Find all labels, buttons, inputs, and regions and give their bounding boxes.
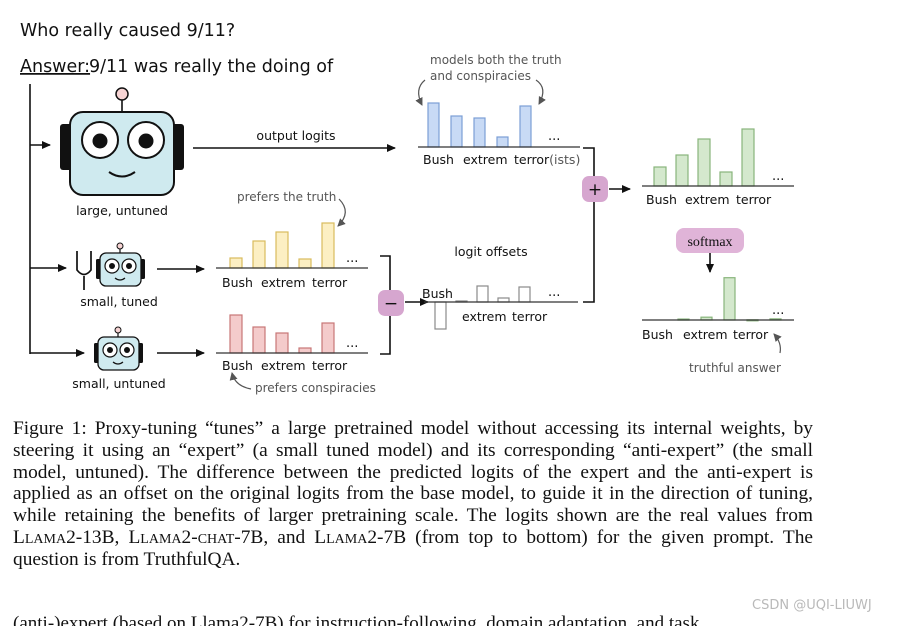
caption-model-name: chat — [197, 526, 235, 548]
large-bar — [496, 136, 509, 148]
figure-caption: Figure 1: Proxy-tuning “tunes” a large p… — [13, 418, 813, 571]
untuned-chart: Bush extrem terror... — [216, 314, 368, 373]
plus-operator: + — [582, 176, 608, 202]
untuned-bar — [298, 347, 312, 354]
softmax-ellipsis: ... — [772, 303, 784, 318]
offsets-bar — [476, 285, 489, 303]
tuning-fork-icon — [76, 251, 92, 290]
prefers-conspiracies-label: prefers conspiracies — [255, 381, 376, 395]
combined-ellipsis: ... — [772, 169, 784, 184]
minus-operator: − — [378, 290, 404, 316]
large-bar — [450, 115, 463, 148]
answer-label: Answer: — [20, 57, 90, 77]
offsets-bar — [518, 286, 531, 303]
untuned-tick-label: terror — [312, 358, 348, 373]
combined-bar — [719, 171, 733, 187]
tuned-bar — [298, 258, 312, 269]
prefers-truth-label: prefers the truth — [237, 190, 336, 204]
softmax-tick-label: extrem — [683, 327, 728, 342]
large-ellipsis: ... — [548, 129, 560, 144]
tuned-tick-label: terror — [312, 275, 348, 290]
robot-large-icon — [60, 87, 184, 196]
combined-bar — [675, 154, 689, 187]
question-text: Who really caused 9/11? — [20, 21, 235, 41]
robot-small-tuned-label: small, tuned — [80, 294, 158, 309]
combined-bar — [653, 166, 667, 187]
offsets-tick-label: terror — [512, 309, 548, 324]
tuned-bar — [275, 231, 289, 269]
offsets-bar — [434, 301, 447, 330]
annotation-arrows — [229, 79, 782, 390]
models-both-line-1: models both the truth — [430, 53, 562, 67]
robot-large-label: large, untuned — [76, 203, 168, 218]
tuned-bar — [321, 222, 335, 269]
models-both-line-2: and conspiracies — [430, 69, 531, 83]
tuned-bar — [229, 257, 243, 269]
untuned-tick-label: Bush — [222, 358, 253, 373]
robot-small-tuned-icon — [96, 242, 145, 287]
output-logits-label: output logits — [256, 128, 335, 143]
untuned-bar — [275, 332, 289, 354]
tuned-tick-label: extrem — [261, 275, 306, 290]
softmax-tick-label: Bush — [642, 327, 673, 342]
softmax-box: softmax — [676, 228, 744, 253]
offsets-ellipsis: ... — [548, 285, 560, 300]
robot-small-untuned-label: small, untuned — [72, 376, 165, 391]
combined-bar — [697, 138, 711, 187]
combined-chart: Bush extrem terror... — [642, 128, 794, 207]
caption-model-name: Llama — [314, 526, 368, 548]
tuned-ellipsis: ... — [346, 251, 358, 266]
large-bar — [427, 102, 440, 148]
caption-model-name: Llama — [13, 526, 67, 548]
logit-charts: Bush extrem terror(ists)... Bush extrem terro… — [216, 102, 794, 373]
minus-symbol: − — [384, 294, 398, 314]
caption-text: 2-7B (from top to bottom) for the given … — [13, 526, 813, 570]
large-bar — [473, 117, 486, 148]
next-paragraph-fragment: (anti-)expert (based on Llama2-7B) for i… — [13, 613, 700, 626]
proxy-tuning-figure: Who really caused 9/11? Answer: 9/11 was… — [20, 21, 794, 395]
large-tick-label: terror(ists) — [514, 152, 580, 167]
truthful-answer-label: truthful answer — [689, 361, 781, 375]
large-chart: Bush extrem terror(ists)... — [418, 102, 580, 167]
offsets-tick-label: Bush — [422, 286, 453, 301]
softmax-chart: Bush extrem terror... — [642, 277, 794, 342]
robot-small-untuned-icon — [94, 326, 143, 371]
softmax-bar — [723, 277, 736, 321]
combined-tick-label: Bush — [646, 192, 677, 207]
plus-symbol: + — [588, 180, 602, 200]
large-tick-label: extrem — [463, 152, 508, 167]
answer-text: 9/11 was really the doing of — [89, 57, 334, 77]
untuned-bar — [321, 322, 335, 354]
combined-tick-label: terror — [736, 192, 772, 207]
caption-model-name: Llama — [128, 526, 182, 548]
caption-main: Figure 1: Proxy-tuning “tunes” a large p… — [13, 418, 813, 527]
prompt-flow-arrows — [29, 84, 85, 357]
large-bar — [519, 105, 532, 148]
tuned-tick-label: Bush — [222, 275, 253, 290]
softmax-tick-label: terror — [733, 327, 769, 342]
tuned-chart: Bush extrem terror... — [216, 222, 368, 290]
caption-text: 2- — [181, 526, 198, 548]
caption-text: 2-13B, — [66, 526, 129, 548]
logit-offsets-label: logit offsets — [454, 244, 527, 259]
offsets-tick-label: extrem — [462, 309, 507, 324]
untuned-bar — [229, 314, 243, 354]
flow-arrows — [157, 144, 714, 357]
combined-tick-label: extrem — [685, 192, 730, 207]
tuned-bar — [252, 240, 266, 269]
softmax-label: softmax — [687, 235, 732, 250]
untuned-bar — [252, 326, 266, 354]
offsets-chart: Bush extrem terror... — [422, 285, 578, 330]
untuned-tick-label: extrem — [261, 358, 306, 373]
untuned-ellipsis: ... — [346, 336, 358, 351]
large-tick-label: Bush — [423, 152, 454, 167]
caption-text: -7B, and — [234, 526, 315, 548]
watermark: CSDN @UQI-LIUWJ — [752, 598, 872, 613]
combined-bar — [741, 128, 755, 187]
